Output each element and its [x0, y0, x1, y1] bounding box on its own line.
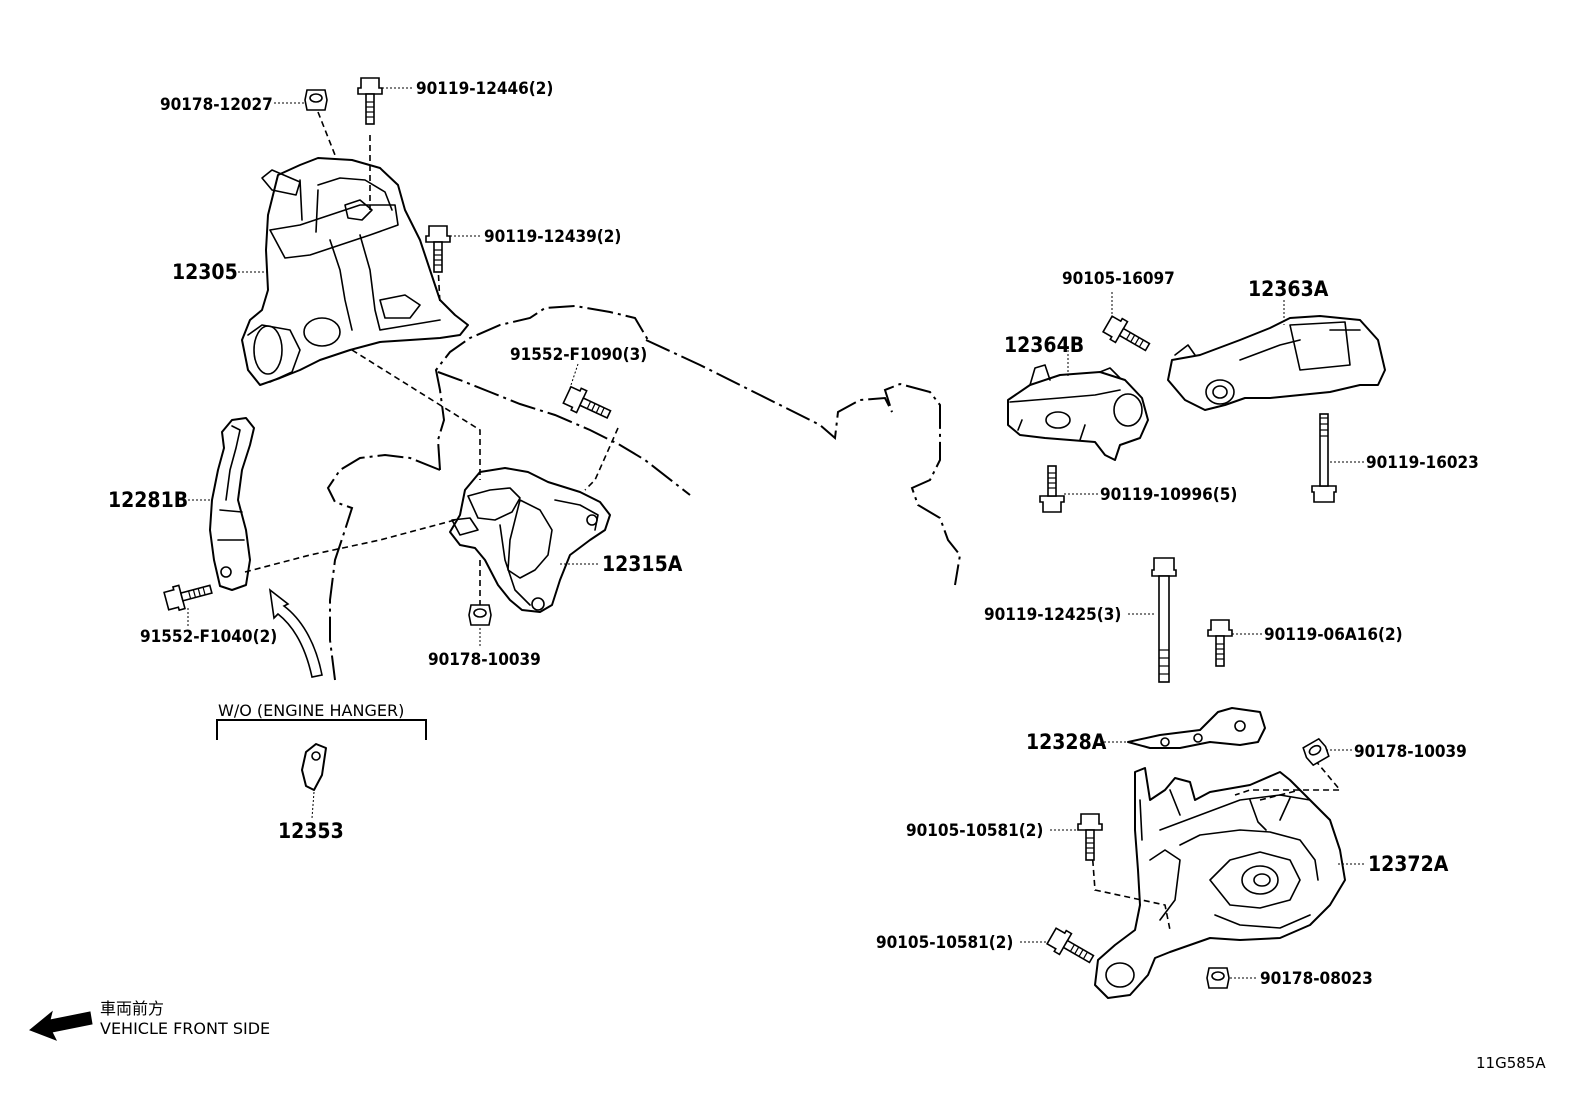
curved-arrow-icon: [268, 588, 323, 678]
label-90119-16023: 90119-16023: [1366, 453, 1479, 473]
label-90119-10996: 90119-10996(5): [1100, 485, 1237, 505]
label-front-jp: 車両前方: [100, 999, 164, 1018]
vehicle-front-arrow-icon: [29, 1010, 93, 1041]
label-90105-16097: 90105-16097: [1062, 269, 1175, 289]
label-engine-hanger: W/O (ENGINE HANGER): [218, 701, 404, 720]
label-90119-06A16: 90119-06A16(2): [1264, 625, 1403, 645]
bolt-91552-F1090[interactable]: [561, 383, 615, 427]
label-91552-F1090: 91552-F1090(3): [510, 345, 647, 365]
nut-90178-10039-b[interactable]: [1300, 737, 1332, 767]
label-12281B: 12281B: [108, 488, 188, 512]
label-12305: 12305: [172, 260, 238, 284]
label-90119-12425: 90119-12425(3): [984, 605, 1121, 625]
label-12363A: 12363A: [1248, 277, 1329, 301]
label-12315A: 12315A: [602, 552, 683, 576]
part-12372A[interactable]: [1094, 767, 1346, 999]
nut-90178-12027[interactable]: [304, 89, 328, 111]
label-12364B: 12364B: [1004, 333, 1084, 357]
label-90119-12446: 90119-12446(2): [416, 79, 553, 99]
label-90178-12027: 90178-12027: [160, 95, 273, 115]
nut-90178-08023[interactable]: [1206, 967, 1230, 989]
label-12353: 12353: [278, 819, 344, 843]
part-12353[interactable]: [301, 743, 327, 791]
bolt-90119-16023[interactable]: [1311, 413, 1337, 503]
bolt-90119-06A16[interactable]: [1207, 619, 1233, 667]
label-90178-10039-a: 90178-10039: [428, 650, 541, 670]
bolt-91552-F1040[interactable]: [162, 576, 215, 614]
bolt-90119-12439[interactable]: [425, 225, 451, 273]
label-90105-10581-b: 90105-10581(2): [876, 933, 1013, 953]
label-12328A: 12328A: [1026, 730, 1107, 754]
bolt-90119-12425[interactable]: [1151, 557, 1177, 683]
bolt-90105-10581-b[interactable]: [1044, 924, 1099, 971]
part-12364B[interactable]: [1007, 364, 1149, 461]
bolt-90119-12446[interactable]: [357, 77, 383, 125]
part-12305[interactable]: [241, 157, 469, 386]
label-90105-10581-a: 90105-10581(2): [906, 821, 1043, 841]
part-12363A[interactable]: [1167, 315, 1386, 411]
label-90178-10039-b: 90178-10039: [1354, 742, 1467, 762]
engine-hanger-bracket: [216, 719, 427, 740]
connection-lines: [244, 111, 1342, 931]
diagram-code: 11G585A: [1476, 1054, 1546, 1072]
nut-90178-10039-a[interactable]: [468, 604, 492, 626]
leader-lines: [184, 87, 1366, 979]
engine-outline: [326, 304, 962, 681]
label-90119-12439: 90119-12439(2): [484, 227, 621, 247]
label-90178-08023: 90178-08023: [1260, 969, 1373, 989]
label-front-en: VEHICLE FRONT SIDE: [100, 1019, 270, 1038]
label-91552-F1040: 91552-F1040(2): [140, 627, 277, 647]
bolt-90119-10996[interactable]: [1039, 465, 1065, 513]
part-12315A[interactable]: [449, 467, 611, 613]
part-12328A[interactable]: [1127, 707, 1266, 749]
bolt-90105-10581-a[interactable]: [1077, 813, 1103, 861]
label-12372A: 12372A: [1368, 852, 1449, 876]
bolt-90105-16097[interactable]: [1100, 312, 1155, 359]
part-12281B[interactable]: [209, 417, 255, 591]
